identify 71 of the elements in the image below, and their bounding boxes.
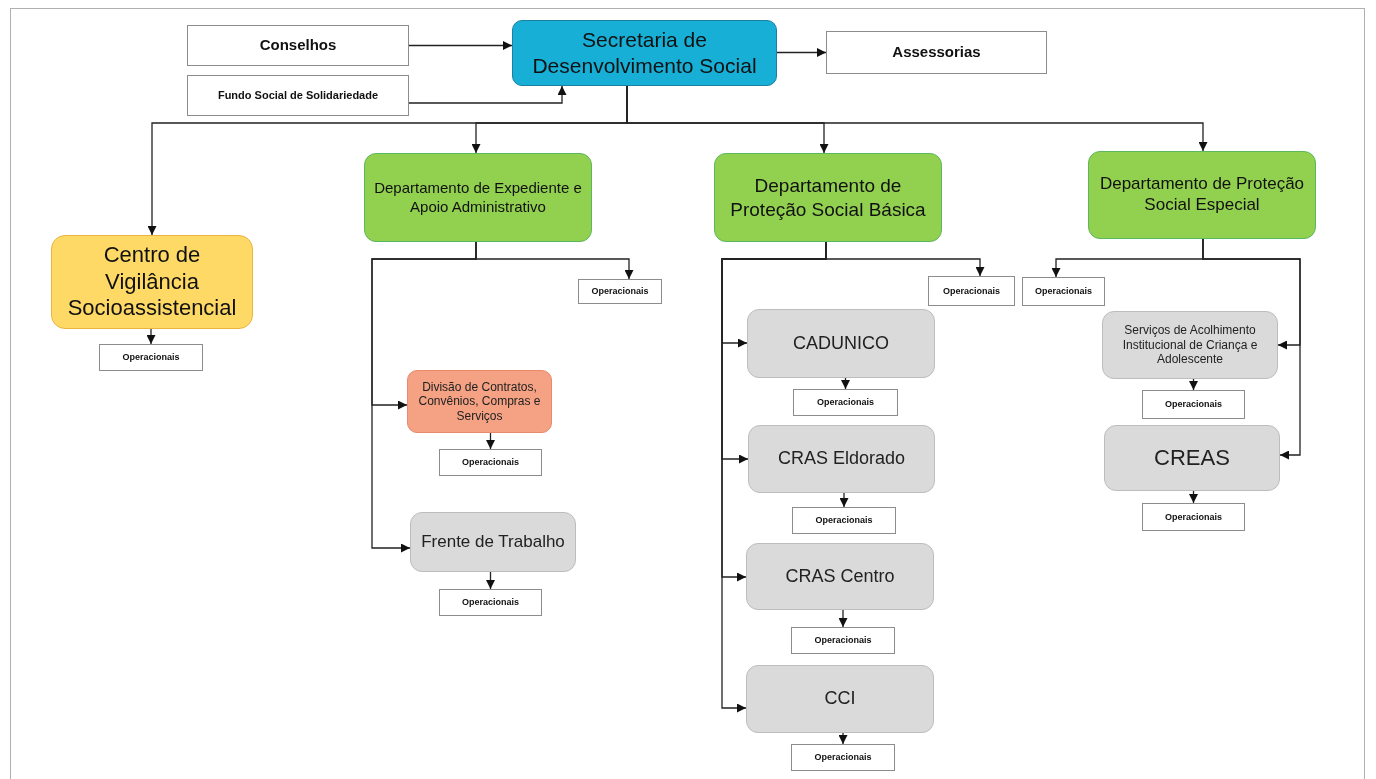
center-box — [51, 235, 253, 329]
staff-box — [1142, 503, 1245, 531]
staff-box — [928, 276, 1015, 306]
staff-box — [791, 744, 895, 771]
staff-box — [439, 589, 542, 616]
unit-box — [746, 543, 934, 610]
box-label: Centro de Vigilância Socioassistencial — [66, 241, 238, 323]
label-box — [187, 75, 409, 116]
connector-arrow — [838, 609, 848, 628]
connector-arrow — [408, 85, 567, 104]
connector-arrow — [486, 571, 495, 590]
box-label: Operacionais — [462, 457, 519, 468]
staff-box — [1022, 277, 1105, 306]
box-label: Serviços de Acolhimento Institucional de Criança e Adolescente — [1121, 323, 1259, 367]
box-label: CRAS Eldorado — [777, 448, 906, 470]
label-box — [826, 31, 1047, 74]
box-label: Operacionais — [591, 286, 649, 297]
unit-box — [746, 665, 934, 733]
connector-arrow — [776, 48, 827, 57]
connector-arrow — [146, 328, 156, 345]
box-label: CADUNICO — [793, 332, 889, 355]
box-label: Departamento de Expediente e Apoio Administrativo — [373, 179, 583, 216]
unit-box — [747, 309, 935, 378]
box-label: CCI — [824, 688, 856, 710]
staff-box — [791, 627, 895, 654]
box-label: Divisão de Contratos, Convênios, Compras e Serviços — [417, 379, 542, 424]
box-label: Operacionais — [814, 635, 872, 646]
unit-box — [1104, 425, 1280, 491]
connector-arrow — [408, 41, 513, 50]
department-box — [714, 153, 942, 242]
box-label: Departamento de Proteção Social Básica — [729, 174, 927, 221]
connector-arrow — [486, 432, 495, 450]
box-label: Operacionais — [462, 597, 519, 608]
staff-box — [99, 344, 203, 371]
box-label: Operacionais — [1165, 511, 1222, 523]
division-box — [407, 370, 552, 433]
box-label: Operacionais — [815, 515, 873, 526]
box-label: Secretaria de Desenvolvimento Social — [531, 27, 758, 79]
box-label: Conselhos — [259, 36, 337, 55]
connector-arrow — [626, 85, 1208, 152]
box-label: Fundo Social de Solidariedade — [217, 88, 379, 103]
unit-box — [410, 512, 576, 572]
staff-box — [578, 279, 662, 304]
label-box — [187, 25, 409, 66]
box-label: Operacionais — [122, 352, 180, 363]
box-label: Frente de Trabalho — [421, 531, 565, 553]
unit-box — [748, 425, 935, 493]
connector-arrow — [838, 732, 848, 745]
box-label: Operacionais — [814, 752, 872, 763]
box-label: Operacionais — [1035, 286, 1092, 297]
staff-box — [792, 507, 896, 534]
connector-arrow — [839, 492, 849, 508]
connector-arrow — [371, 241, 477, 553]
box-label: CREAS — [1154, 444, 1230, 472]
connector-arrow — [1189, 490, 1198, 504]
box-label: Operacionais — [943, 285, 1000, 297]
connector-arrow — [1189, 378, 1198, 391]
box-label: Operacionais — [817, 397, 874, 408]
connector-arrow — [841, 377, 850, 390]
staff-box — [439, 449, 542, 476]
head-office-box — [512, 20, 777, 86]
unit-box — [1102, 311, 1278, 379]
staff-box — [1142, 390, 1245, 419]
staff-box — [793, 389, 898, 416]
box-label: Operacionais — [1165, 399, 1222, 410]
box-label: Departamento de Proteção Social Especial — [1098, 174, 1306, 216]
department-box — [1088, 151, 1316, 239]
box-label: Assessorias — [892, 43, 981, 62]
connector-arrow — [1202, 238, 1301, 460]
department-box — [364, 153, 592, 242]
box-label: CRAS Centro — [785, 565, 895, 588]
